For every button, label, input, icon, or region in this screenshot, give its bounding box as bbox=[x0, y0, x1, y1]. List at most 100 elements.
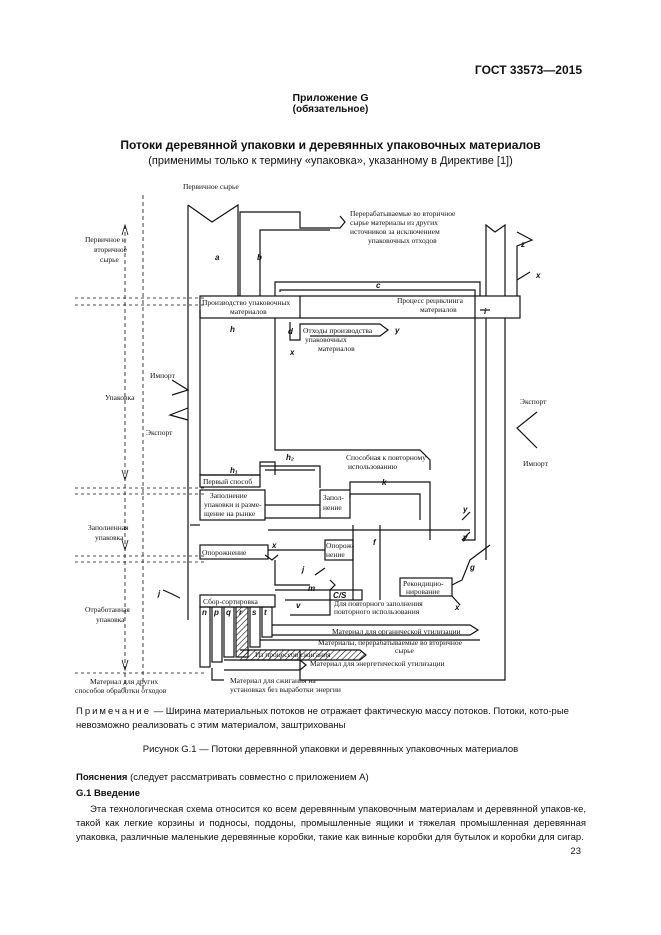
letter-d: d bbox=[288, 327, 294, 336]
label-emptying-b2: нение bbox=[326, 550, 345, 559]
letter-h: h bbox=[230, 325, 235, 334]
channel-n bbox=[199, 606, 211, 668]
label-secondary-raw: Перерабатываемые во вторичное сырье мате… bbox=[350, 209, 457, 245]
channel-t bbox=[261, 606, 273, 638]
letter-t: t bbox=[264, 608, 267, 617]
box-cs bbox=[329, 589, 363, 601]
figure-note: Примечание — Ширина материальных потоков… bbox=[76, 705, 586, 733]
box-reconditioning bbox=[399, 577, 453, 597]
flow-x-recond bbox=[451, 595, 461, 606]
label-primary-raw: Первичное сырье bbox=[183, 182, 239, 191]
explanations-title: Пояснения bbox=[76, 772, 128, 783]
label-emptying-b1: Опорож- bbox=[326, 541, 355, 550]
flow-j bbox=[274, 560, 310, 586]
label-production-waste-1: Отходы производства bbox=[303, 326, 373, 335]
flow-z bbox=[516, 231, 534, 296]
label-stage-filled: Заполненная bbox=[88, 523, 129, 532]
label-stage-raw-2: вторичное bbox=[94, 245, 128, 254]
export-right-arrow-icon bbox=[516, 411, 538, 449]
letter-n: n bbox=[202, 608, 207, 617]
flow-d bbox=[289, 322, 389, 341]
flow-right-top bbox=[485, 223, 506, 296]
box-first-way bbox=[199, 474, 261, 488]
flow-b-inner bbox=[259, 229, 330, 296]
flow-y-arrow-2 bbox=[461, 531, 471, 541]
figure-subtitle: (применимы только к термину «упаковка», … bbox=[148, 155, 513, 167]
label-organic: Материал для органической утилизации bbox=[332, 627, 461, 636]
letter-y-3: y bbox=[462, 533, 468, 542]
flow-a bbox=[187, 203, 239, 296]
letter-x-4: x bbox=[454, 603, 460, 612]
flow-x-right bbox=[516, 271, 531, 281]
label-burn-noenergy-1: Материал для сжигания на bbox=[230, 676, 316, 685]
flow-burn-noenergy bbox=[211, 668, 224, 681]
label-recycling-1: Процесс рециклинга bbox=[397, 296, 464, 305]
letter-j-left: j bbox=[157, 589, 161, 598]
letter-y-2: y bbox=[462, 505, 468, 514]
flow-v bbox=[285, 599, 331, 616]
letter-y-1: y bbox=[394, 326, 400, 335]
label-cs: C/S bbox=[333, 591, 347, 600]
label-stage-other-1: Материал для других bbox=[90, 677, 158, 686]
box-emptying bbox=[199, 544, 269, 560]
letter-q: q bbox=[226, 608, 231, 617]
label-stage-waste: Отработанная bbox=[85, 605, 130, 614]
section-paragraph: Эта технологическая схема относится ко в… bbox=[76, 804, 586, 843]
label-reuse-1: Способная к повторному bbox=[346, 453, 426, 462]
label-stage-waste-2: упаковка bbox=[96, 615, 125, 624]
standard-number: ГОСТ 33573—2015 bbox=[474, 63, 582, 77]
letter-r: r bbox=[239, 608, 243, 617]
label-collection: Сбор-сортировка bbox=[203, 597, 259, 606]
label-export-right: Экспорт bbox=[520, 397, 547, 406]
letter-h1: h₁ bbox=[230, 466, 238, 475]
flow-k-inner bbox=[349, 493, 421, 520]
arrow-down-icon bbox=[121, 469, 129, 482]
letter-a: a bbox=[215, 253, 220, 262]
label-stage-other-2: способов обработки отходов bbox=[75, 686, 167, 695]
flow-y-arrow bbox=[461, 511, 471, 521]
flow-h2 bbox=[274, 318, 431, 470]
channel-s bbox=[249, 606, 261, 648]
appendix-status: (обязательное) bbox=[292, 104, 369, 115]
letter-z: z bbox=[520, 240, 525, 249]
label-recyclable-1: Материалы, перерабатываемые во вторичное bbox=[318, 638, 463, 647]
label-production-waste-2: упаковочных bbox=[305, 335, 347, 344]
label-first-way: Первый способ bbox=[203, 477, 252, 486]
note-label: Примечание bbox=[76, 706, 151, 717]
letter-p: p bbox=[213, 608, 219, 617]
label-burn: Из процессов сжигания bbox=[255, 650, 331, 659]
flow-j-arrow bbox=[314, 567, 326, 576]
channel-q bbox=[223, 606, 235, 658]
label-filling-b2: нение bbox=[323, 503, 342, 512]
flow-main-inner bbox=[199, 310, 276, 476]
label-stage-packaging: Упаковка bbox=[105, 393, 135, 402]
box-recycling-right bbox=[474, 295, 521, 319]
label-filling-b1: Запол- bbox=[323, 493, 344, 502]
letter-h2: h₂ bbox=[286, 453, 294, 462]
flow-right-outer bbox=[299, 318, 506, 681]
label-filling-2: упаковки и разме- bbox=[204, 500, 262, 509]
flow-g bbox=[451, 544, 491, 586]
flow-channels bbox=[162, 203, 538, 681]
label-burn-noenergy-2: установках без выработки энергии bbox=[230, 685, 341, 694]
label-reuse-2: использованию bbox=[348, 462, 398, 471]
label-stage-raw-3: сырье bbox=[100, 255, 120, 264]
arrow-down-icon bbox=[121, 659, 129, 672]
letter-c: c bbox=[376, 281, 381, 290]
stage-guides bbox=[75, 195, 205, 690]
flow-k bbox=[349, 481, 431, 540]
label-recycling-2: материалов bbox=[420, 305, 457, 314]
arrow-down-icon bbox=[121, 539, 129, 552]
arrow-up-icon bbox=[121, 223, 129, 236]
label-refill-2: повторного использования bbox=[334, 607, 420, 616]
label-import-right: Импорт bbox=[523, 459, 549, 468]
label-recyclable-2: сырье bbox=[395, 646, 415, 655]
label-export-left: Экспорт bbox=[146, 428, 173, 437]
flow-burn-hatched bbox=[240, 649, 367, 661]
flow-j-left bbox=[162, 589, 181, 599]
letter-s: s bbox=[252, 608, 257, 617]
flow-energy bbox=[224, 659, 307, 671]
channel-p bbox=[211, 606, 223, 663]
letter-x-2: x bbox=[535, 271, 541, 280]
